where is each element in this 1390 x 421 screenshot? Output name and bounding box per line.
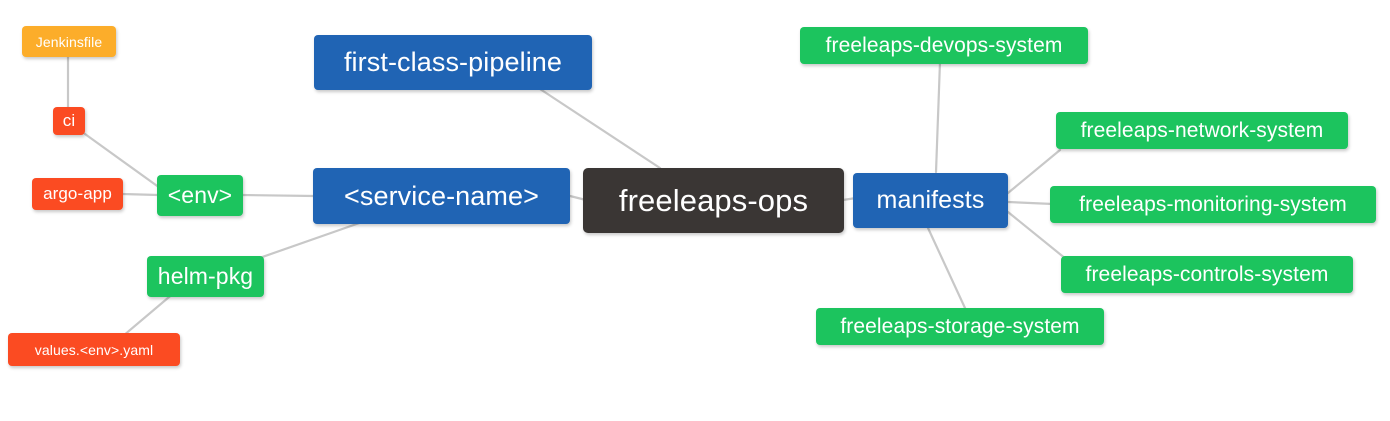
- node-values-yaml[interactable]: values.<env>.yaml: [8, 333, 180, 366]
- node-first-class-pipeline[interactable]: first-class-pipeline: [314, 35, 592, 90]
- node-label: helm-pkg: [157, 263, 254, 289]
- node-freeleaps-storage-system[interactable]: freeleaps-storage-system: [816, 308, 1104, 345]
- node-label: Jenkinsfile: [35, 33, 103, 50]
- node-label: freeleaps-monitoring-system: [1079, 192, 1347, 216]
- edge-manifests-network: [1006, 148, 1062, 195]
- node-ci[interactable]: ci: [53, 107, 85, 135]
- node-freeleaps-controls-system[interactable]: freeleaps-controls-system: [1061, 256, 1353, 293]
- node-argo-app[interactable]: argo-app: [32, 178, 123, 210]
- edge-manifests-monitoring: [1006, 200, 1055, 206]
- node-label: <service-name>: [344, 180, 539, 211]
- node-label: freeleaps-network-system: [1080, 118, 1324, 142]
- node-service-name[interactable]: <service-name>: [313, 168, 570, 224]
- edge-values-helmpkg: [121, 290, 177, 338]
- node-manifests[interactable]: manifests: [853, 173, 1008, 228]
- node-label: freeleaps-controls-system: [1085, 262, 1329, 286]
- node-jenkinsfile[interactable]: Jenkinsfile: [22, 26, 116, 57]
- node-label: ci: [62, 111, 76, 130]
- node-env[interactable]: <env>: [157, 175, 243, 216]
- edge-helmpkg-servicename: [246, 218, 370, 264]
- node-label: freeleaps-storage-system: [840, 314, 1080, 338]
- edge-ci-env: [83, 132, 162, 190]
- edge-manifests-controls: [1006, 210, 1068, 261]
- node-label: freeleaps-ops: [618, 182, 809, 218]
- node-freeleaps-ops[interactable]: freeleaps-ops: [583, 168, 844, 233]
- edge-manifests-devops: [934, 60, 942, 174]
- node-label: argo-app: [43, 184, 112, 203]
- node-label: <env>: [167, 182, 233, 208]
- node-helm-pkg[interactable]: helm-pkg: [147, 256, 264, 297]
- node-label: manifests: [876, 186, 985, 214]
- node-label: first-class-pipeline: [343, 47, 563, 77]
- edge-env-servicename: [240, 193, 316, 198]
- node-label: freeleaps-devops-system: [825, 33, 1063, 57]
- edge-manifests-storage: [926, 226, 967, 310]
- node-freeleaps-devops-system[interactable]: freeleaps-devops-system: [800, 27, 1088, 64]
- edge-argoapp-env: [120, 192, 160, 197]
- node-freeleaps-network-system[interactable]: freeleaps-network-system: [1056, 112, 1348, 149]
- node-freeleaps-monitoring-system[interactable]: freeleaps-monitoring-system: [1050, 186, 1376, 223]
- node-label: values.<env>.yaml: [34, 341, 154, 358]
- edge-firstclasspipeline-root: [538, 87, 662, 170]
